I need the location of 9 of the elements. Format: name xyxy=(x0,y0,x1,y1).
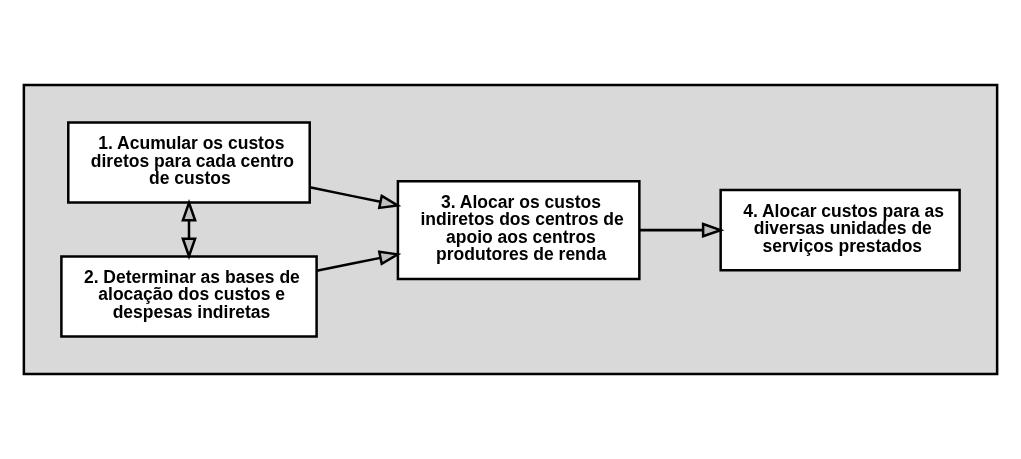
node-box: 2. Determinar as bases de alocação dos custos e despesas indiretas xyxy=(60,255,318,338)
node-box: 3. Alocar os custos indiretos dos centros de apoio aos centros produtores de renda xyxy=(396,180,641,281)
arrow xyxy=(309,186,402,210)
node-box: 1. Acumular os custos diretos para cada centro de custos xyxy=(67,121,311,204)
arrow xyxy=(181,199,197,260)
cluster xyxy=(22,83,999,376)
arrow xyxy=(316,250,402,272)
node-box: 4. Alocar custos para as diversas unidades de serviços prestados xyxy=(719,188,961,272)
arrow xyxy=(639,222,725,239)
